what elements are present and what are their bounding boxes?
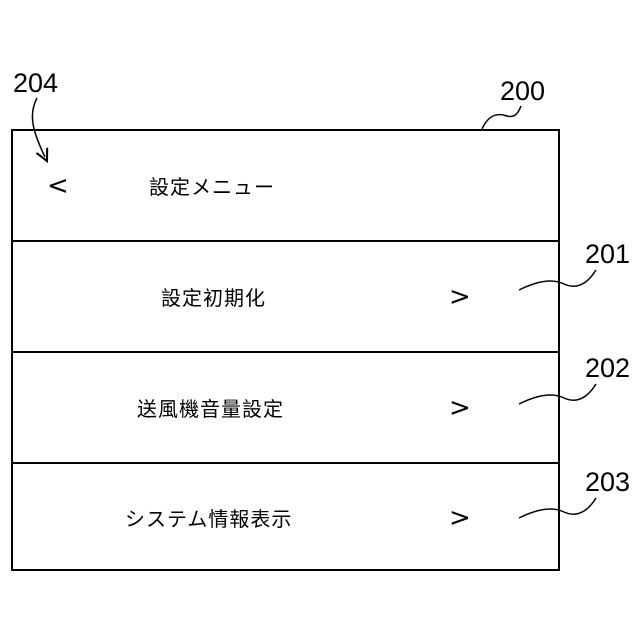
menu-item-label: 送風機音量設定 [137,353,284,462]
ref-label-item-2: 202 [585,355,630,382]
menu-item-label: システム情報表示 [125,464,292,571]
ref-label-back: 204 [13,70,58,97]
menu-item-label: 設定初期化 [161,242,266,351]
leader-line-figure [482,106,521,129]
chevron-right-icon: > [449,353,471,462]
ref-label-figure: 200 [500,78,545,105]
ref-label-item-1: 201 [585,241,630,268]
back-chevron-icon[interactable]: < [47,131,69,240]
chevron-right-icon: > [449,242,471,351]
menu-item-system-info[interactable]: システム情報表示 > [13,462,558,571]
ref-label-item-3: 203 [585,469,630,496]
settings-menu-panel: < 設定メニュー 設定初期化 > 送風機音量設定 > システム情報表示 > [11,129,560,571]
menu-item-fan-volume[interactable]: 送風機音量設定 > [13,351,558,462]
menu-item-reset-settings[interactable]: 設定初期化 > [13,240,558,351]
menu-header: < 設定メニュー [13,131,558,240]
menu-title: 設定メニュー [149,131,275,240]
chevron-right-icon: > [449,464,471,571]
